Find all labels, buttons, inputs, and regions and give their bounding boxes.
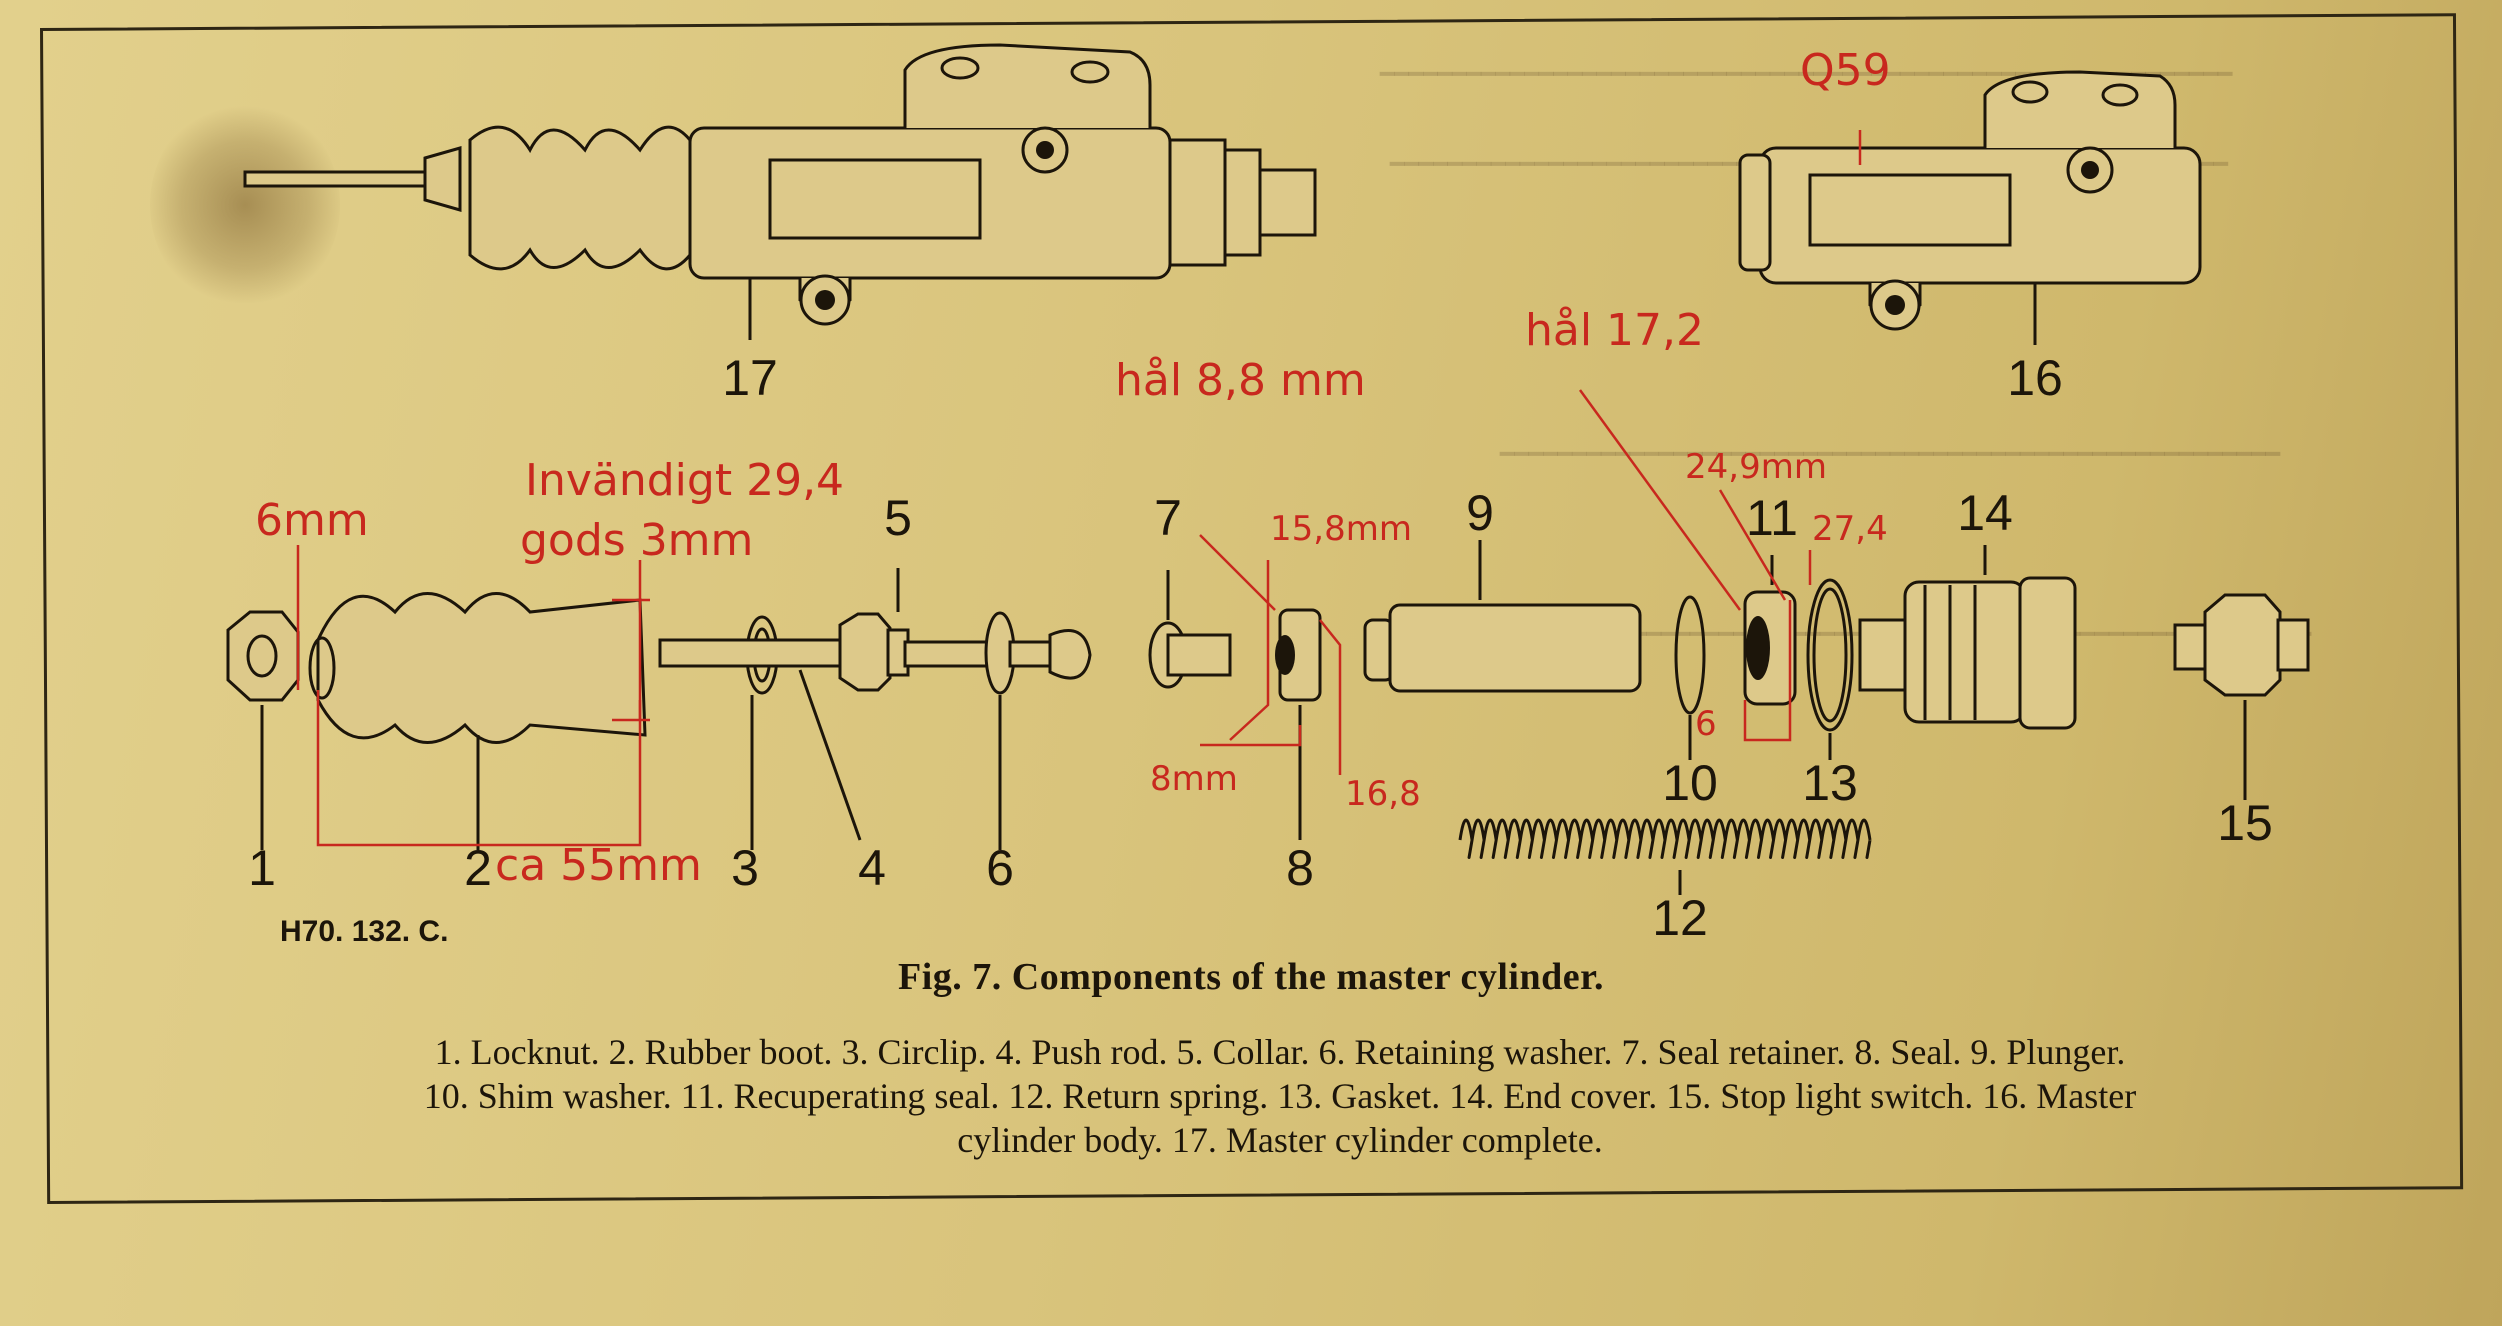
stop-light-switch-drawing [2173,593,2310,800]
part-number-9: 9 [1466,485,1494,541]
annotation-27-4: 27,4 [1812,509,1888,549]
retaining-washer-drawing [984,611,1092,850]
part-number-2: 2 [464,840,492,896]
annotation-q59: Q59 [1800,45,1891,96]
annotation-24-9mm: 24,9mm [1685,447,1827,487]
annotation-ca-55mm: ca 55mm [495,840,702,891]
part-number-1: 1 [248,840,276,896]
annotation-15-8mm: 15,8mm [1270,509,1412,549]
part-number-16: 16 [2007,350,2063,406]
part-number-10: 10 [1662,755,1718,811]
part-number-13: 13 [1802,755,1858,811]
figure-title: Fig. 7. Components of the master cylinde… [897,956,1605,998]
part-number-8: 8 [1286,840,1314,896]
figure-caption: 1. Locknut. 2. Rubber boot. 3. Circlip. … [230,1030,2330,1162]
gasket-drawing [1806,578,1854,760]
part-number-11: 11 [1746,490,1798,546]
part-number-6: 6 [986,840,1014,896]
return-spring-drawing [1458,818,1872,895]
part-number-14: 14 [1957,485,2013,541]
caption-line: 10. Shim washer. 11. Recuperating seal. … [423,1076,2137,1116]
annotation-invandigt: Invändigt 29,4 [525,455,844,506]
caption-line: 1. Locknut. 2. Rubber boot. 3. Circlip. … [434,1032,2126,1072]
recuperating-seal-drawing [1743,555,1797,706]
part-number-7: 7 [1154,490,1182,546]
master-cylinder-complete-drawing [243,43,1317,340]
annotation-gods: gods 3mm [520,515,753,566]
annotation-16-8: 16,8 [1345,774,1421,814]
shim-washer-drawing [1674,595,1706,760]
locknut-drawing [226,610,300,850]
page-stain [150,100,340,310]
master-cylinder-body-drawing [1738,70,2202,345]
plunger-drawing [1363,540,1642,693]
annotation-6: 6 [1695,704,1717,744]
seal-retainer-drawing [1148,570,1232,689]
part-number-3: 3 [731,840,759,896]
figure-reference-code: H70. 132. C. [280,915,449,948]
push-rod-drawing [658,568,1007,841]
part-number-17: 17 [722,350,778,406]
end-cover-drawing [1858,545,2077,730]
annotation-8mm: 8mm [1150,759,1238,799]
rubber-boot-drawing [308,592,647,850]
part-number-12: 12 [1652,890,1708,946]
seal-drawing [1275,608,1322,840]
red-dimension-lines [296,130,1862,847]
caption-line: cylinder body. 17. Master cylinder compl… [957,1120,1603,1160]
part-number-4: 4 [858,840,886,896]
part-number-15: 15 [2217,795,2273,851]
bleed-through-text: ━━━━━━━━━━━━━━━━━━━━━━━━━━━━━━━━━━━━━━━━… [1500,442,2281,468]
annotation-hal-8-8: hål 8,8 mm [1115,355,1366,406]
part-number-5: 5 [884,490,912,546]
annotation-hal-17-2: hål 17,2 [1525,305,1704,356]
annotation-6mm: 6mm [255,495,369,546]
